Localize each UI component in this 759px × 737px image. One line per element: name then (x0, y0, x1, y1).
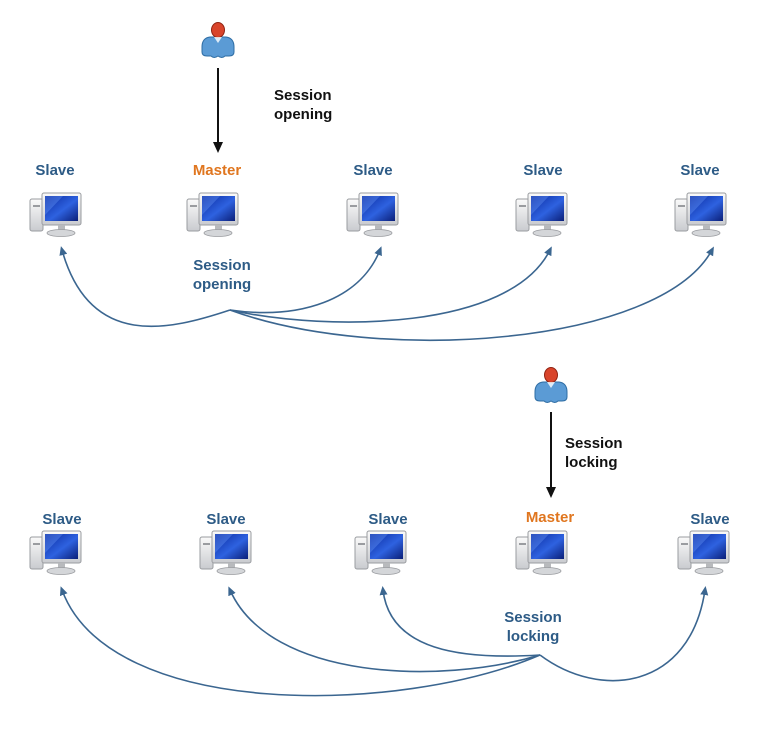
arrow-top-to-slave-3 (229, 246, 382, 314)
caption-line: locking (506, 628, 560, 645)
arrow-bottom-to-slave-2 (228, 586, 541, 673)
caption-line: Session (565, 435, 623, 452)
arrow-bottom-to-slave-3 (379, 586, 541, 657)
caption-line: locking (565, 454, 618, 471)
caption-line: Session (193, 257, 251, 274)
computer-icon (186, 192, 239, 237)
computer-icon (674, 192, 727, 237)
caption-line: Session (504, 609, 562, 626)
computer-icon (677, 530, 730, 575)
master-role-label: Master (192, 162, 242, 179)
arrow-bottom-to-slave-1 (59, 586, 541, 697)
computer-icon (29, 530, 82, 575)
broadcast-caption: Session opening (162, 256, 282, 294)
caption-line: Session (274, 87, 332, 104)
node-role-label: Slave (353, 162, 393, 179)
user-action-caption: Session opening (274, 86, 332, 124)
user-icon (201, 22, 235, 58)
node-role-label: Slave (42, 511, 82, 528)
node-role-label: Slave (523, 162, 563, 179)
computer-icon (354, 530, 407, 575)
master-role-label: Master (525, 509, 575, 526)
node-role-label: Slave (368, 511, 408, 528)
user-icon (534, 367, 568, 403)
arrow-top-to-slave-5 (229, 246, 714, 342)
arrow-top-to-slave-1 (59, 246, 231, 328)
arrow-top-to-slave-4 (229, 246, 552, 323)
computer-icon (346, 192, 399, 237)
caption-line: opening (274, 106, 333, 123)
user-action-caption: Session locking (565, 434, 623, 472)
node-role-label: Slave (35, 162, 75, 179)
computer-icon (29, 192, 82, 237)
node-role-label: Slave (690, 511, 730, 528)
computer-icon (515, 192, 568, 237)
arrow-bottom-to-slave-5 (539, 586, 709, 682)
computer-icon (199, 530, 252, 575)
node-role-label: Slave (206, 511, 246, 528)
computer-icon (515, 530, 568, 575)
node-role-label: Slave (680, 162, 720, 179)
broadcast-caption: Session locking (473, 608, 593, 646)
caption-line: opening (192, 276, 252, 293)
